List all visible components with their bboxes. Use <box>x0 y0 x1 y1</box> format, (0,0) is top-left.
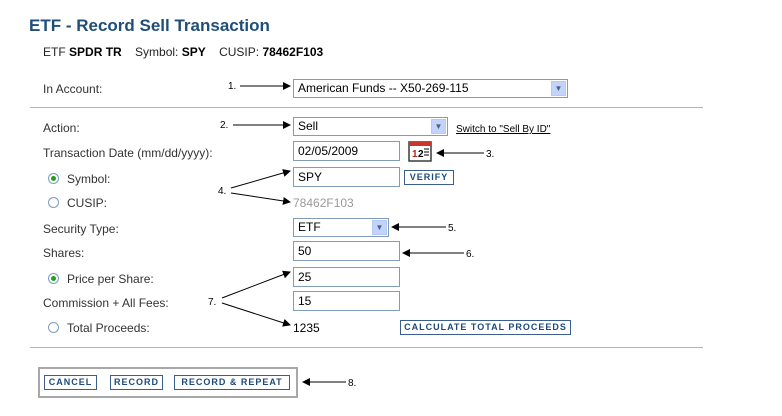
etf-name: SPDR TR <box>69 45 122 59</box>
cusip-value-text: 78462F103 <box>293 196 354 210</box>
symbol-value: SPY <box>181 45 206 59</box>
calculate-total-button[interactable]: CALCULATE TOTAL PROCEEDS <box>400 320 571 335</box>
symbol-input[interactable]: SPY <box>293 167 400 187</box>
verify-button[interactable]: VERIFY <box>404 170 454 185</box>
divider-top <box>30 107 703 108</box>
callout-4: 4. <box>218 186 227 197</box>
total-radio-label: Total Proceeds: <box>67 321 150 335</box>
security-info: ETF SPDR TR Symbol: SPY CUSIP: 78462F103 <box>43 45 323 59</box>
total-proceeds-value: 1235 <box>293 321 320 335</box>
svg-text:1: 1 <box>412 149 418 160</box>
cusip-radio-label: CUSIP: <box>67 196 108 210</box>
record-repeat-button[interactable]: RECORD & REPEAT <box>174 375 290 390</box>
action-select[interactable]: Sell ▼ <box>293 117 448 136</box>
callout-arrow-7b <box>221 302 291 327</box>
account-select[interactable]: American Funds -- X50-269-115 ▼ <box>293 79 568 98</box>
security-type-value: ETF <box>298 220 321 234</box>
date-label: Transaction Date (mm/dd/yyyy): <box>43 146 213 160</box>
security-type-label: Security Type: <box>43 222 119 236</box>
callout-arrow-7a <box>221 270 291 299</box>
symbol-radio-label: Symbol: <box>67 172 111 186</box>
svg-text:2: 2 <box>418 149 424 160</box>
price-radio-label: Price per Share: <box>67 272 154 286</box>
account-select-value: American Funds -- X50-269-115 <box>298 81 469 95</box>
switch-sell-by-id-link[interactable]: Switch to "Sell By ID" <box>456 124 551 135</box>
etf-prefix: ETF <box>43 45 66 59</box>
page-title: ETF - Record Sell Transaction <box>29 16 270 35</box>
cusip-value: 78462F103 <box>262 45 324 59</box>
cancel-button[interactable]: CANCEL <box>44 375 97 390</box>
callout-7: 7. <box>208 297 217 308</box>
shares-label: Shares: <box>43 246 85 260</box>
callout-5: 5. <box>448 223 457 234</box>
shares-input[interactable]: 50 <box>293 241 400 261</box>
divider-bottom <box>30 347 703 348</box>
chevron-down-icon[interactable]: ▼ <box>372 220 387 235</box>
symbol-radio[interactable] <box>48 173 59 184</box>
record-button[interactable]: RECORD <box>110 375 163 390</box>
calendar-icon[interactable]: 1 2 <box>408 141 432 162</box>
chevron-down-icon[interactable]: ▼ <box>551 81 566 96</box>
callout-8: 8. <box>348 378 357 389</box>
date-input[interactable]: 02/05/2009 <box>293 141 400 161</box>
cusip-label: CUSIP: <box>219 45 260 59</box>
commission-label: Commission + All Fees: <box>43 296 169 310</box>
total-radio[interactable] <box>48 322 59 333</box>
callout-2: 2. <box>220 120 229 131</box>
price-input[interactable]: 25 <box>293 267 400 287</box>
callout-arrow-4b <box>230 192 291 205</box>
account-label: In Account: <box>43 82 103 96</box>
commission-input[interactable]: 15 <box>293 291 400 311</box>
callout-3: 3. <box>486 149 495 160</box>
chevron-down-icon[interactable]: ▼ <box>431 119 446 134</box>
callout-arrow-4a <box>230 169 291 189</box>
action-label: Action: <box>43 121 80 135</box>
security-type-select[interactable]: ETF ▼ <box>293 218 389 237</box>
cusip-radio[interactable] <box>48 197 59 208</box>
action-select-value: Sell <box>298 119 319 133</box>
symbol-label: Symbol: <box>135 45 179 59</box>
callout-6: 6. <box>466 249 475 260</box>
callout-1: 1. <box>228 81 237 92</box>
price-radio[interactable] <box>48 273 59 284</box>
